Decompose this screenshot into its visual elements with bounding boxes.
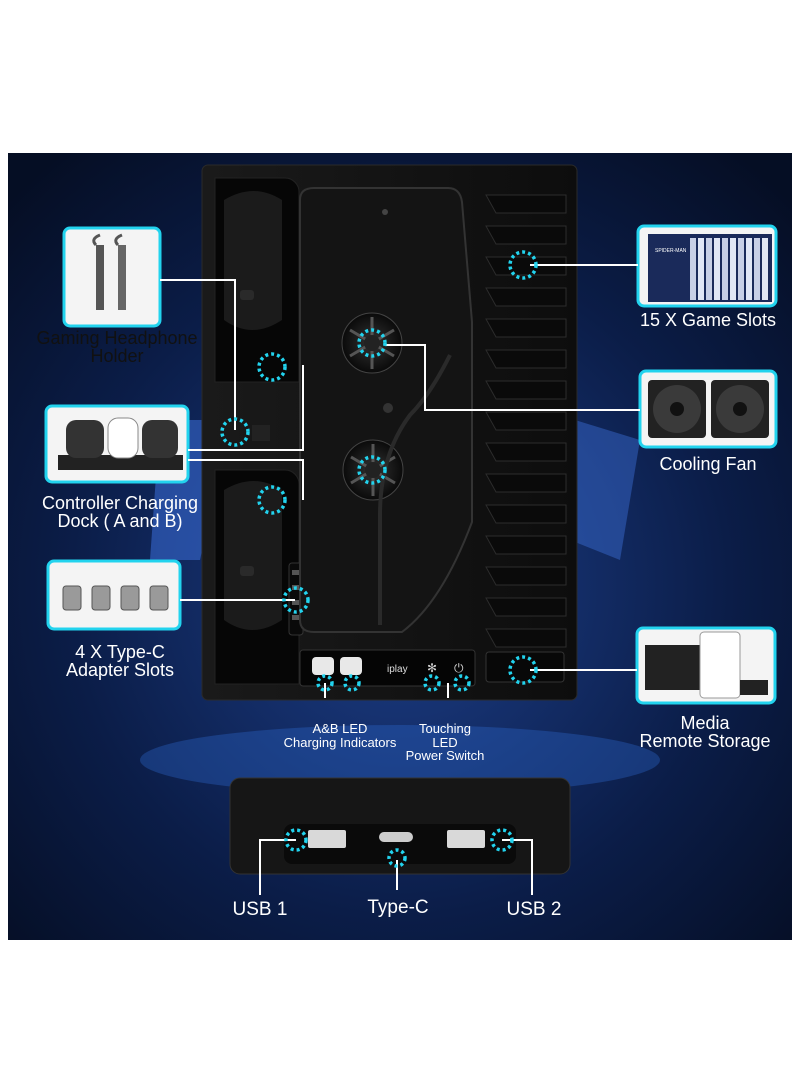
label-led-indicators: A&B LED Charging Indicators (283, 721, 397, 750)
console-screw (382, 209, 388, 215)
usb-c-port (379, 832, 413, 842)
game-slot (485, 566, 567, 586)
label-power-switch: Touching LED Power Switch (405, 721, 485, 764)
adapter-image (62, 585, 169, 611)
game-slot (485, 380, 567, 400)
game-case (762, 238, 768, 300)
callout-ring (257, 352, 287, 382)
game-slot (485, 597, 567, 617)
game-slots-rack (485, 194, 567, 648)
adapter-callout-box (46, 559, 182, 631)
label-game-slots: 15 X Game Slots (639, 310, 777, 330)
label-cooling-fan: Cooling Fan (659, 454, 757, 474)
label-headphone-holder: Gaming Headphone Holder (36, 328, 198, 366)
callout-ring (316, 674, 334, 692)
type-c-adapter (91, 585, 111, 611)
game-box-title: SPIDER-MAN (655, 248, 687, 254)
game-slot (485, 194, 567, 214)
callout-ring (357, 455, 387, 485)
led-indicator-a (312, 657, 334, 675)
game-slot (485, 256, 567, 276)
callout-ring (220, 417, 250, 447)
label-typec: Type-C (367, 897, 429, 918)
media-remote-image (645, 631, 768, 699)
callout-ring (387, 848, 407, 868)
type-c-adapter (120, 585, 140, 611)
game-slot (485, 318, 567, 338)
label-usb2: USB 2 (506, 899, 562, 920)
game-slot (485, 411, 567, 431)
callout-ring (453, 674, 471, 692)
type-c-adapter (62, 585, 82, 611)
console-cable (378, 354, 452, 625)
label-media-storage: Media Remote Storage (639, 713, 771, 751)
callout-ring (343, 674, 361, 692)
game-slot (485, 225, 567, 245)
game-slot (485, 628, 567, 648)
background-glow (570, 420, 640, 560)
headphone-hook-slot (252, 425, 270, 441)
game-case (698, 238, 704, 300)
controller-b (214, 469, 300, 685)
game-case (754, 238, 760, 300)
game-slot (485, 349, 567, 369)
game-slot (485, 287, 567, 307)
led-indicator-b (340, 657, 362, 675)
fan-top (341, 312, 403, 374)
label-adapter-slots: 4 X Type-C Adapter Slots (65, 642, 175, 680)
usb-port-2 (447, 830, 485, 848)
callout-ring (508, 655, 538, 685)
game-case (714, 238, 720, 300)
brand-logo: iplay (387, 664, 408, 675)
usb-port-1 (308, 830, 346, 848)
game-case (722, 238, 728, 300)
label-charging-dock: Controller Charging Dock ( A and B) (41, 493, 199, 531)
headphone-hook-image (92, 233, 126, 310)
cooling-fan-image (648, 380, 769, 438)
game-slot (485, 504, 567, 524)
label-usb1: USB 1 (232, 899, 288, 920)
console-screw (383, 403, 393, 413)
connector-lines (160, 264, 640, 895)
callout-ring (357, 328, 387, 358)
power-switch-icon: ⏻ (454, 661, 464, 675)
callout-rings (220, 250, 538, 868)
fan-bottom (342, 439, 404, 501)
headphone-callout-box (62, 226, 162, 328)
game-slot (485, 442, 567, 462)
type-c-adapter (149, 585, 169, 611)
callout-ring (284, 828, 308, 852)
game-case (746, 238, 752, 300)
callout-ring (257, 485, 287, 515)
game-case (690, 238, 696, 300)
charging-dock-image (58, 417, 183, 470)
game-slot (485, 535, 567, 555)
callout-ring (490, 828, 514, 852)
game-slot (485, 473, 567, 493)
callout-ring (282, 586, 310, 614)
game-case (706, 238, 712, 300)
fan-switch-icon: ✻ (427, 661, 437, 675)
callout-ring (423, 674, 441, 692)
callout-ring (508, 250, 538, 280)
game-cases-image (648, 234, 772, 302)
game-case (738, 238, 744, 300)
game-case (730, 238, 736, 300)
